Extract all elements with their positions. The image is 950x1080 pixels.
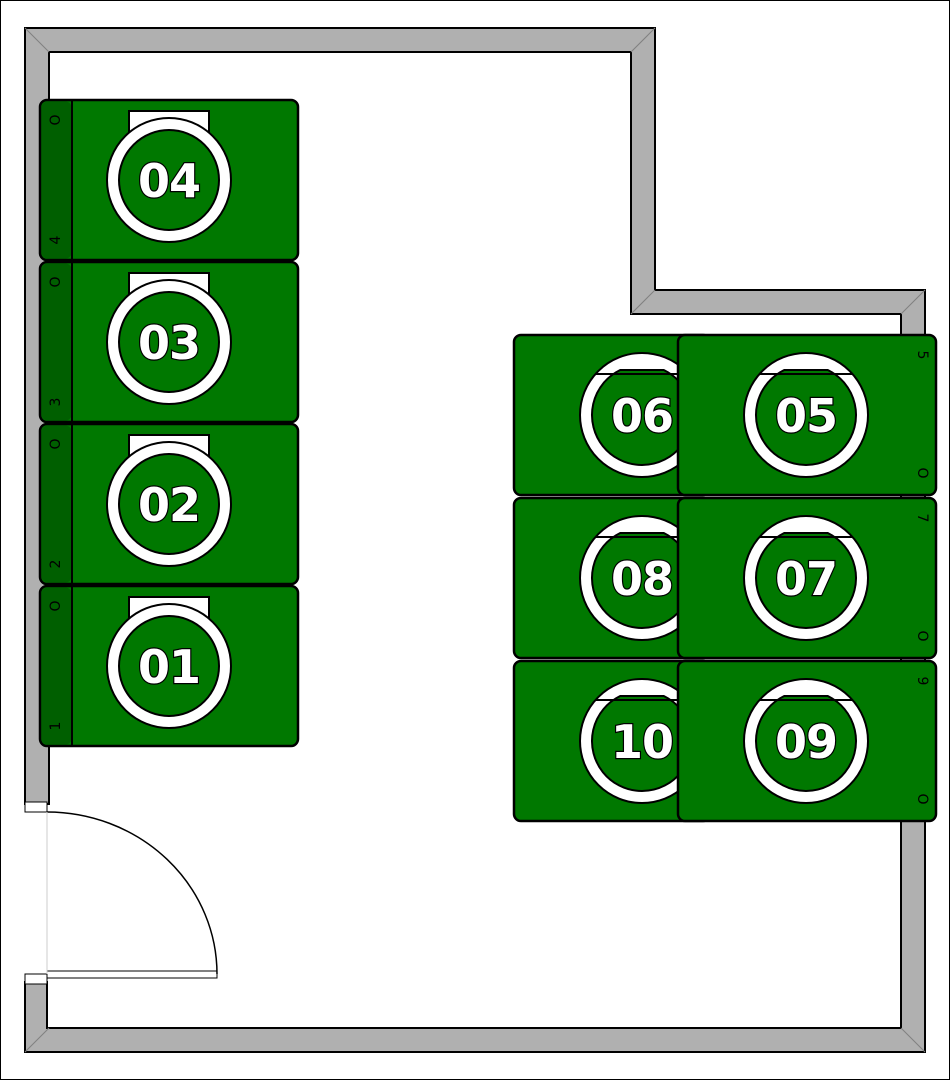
- desk-03[interactable]: 03 O 3: [38, 260, 300, 424]
- desk-06[interactable]: 06: [512, 333, 712, 497]
- door-jamb-top: [24, 801, 48, 813]
- chair-seat: [118, 615, 220, 717]
- desk-number: 10: [611, 715, 673, 769]
- desk-label-top: O: [48, 600, 64, 611]
- desk-08[interactable]: 08: [512, 496, 712, 660]
- door[interactable]: [24, 801, 218, 985]
- desk-label-top: 9: [914, 677, 930, 686]
- desk-04[interactable]: 04 O 4: [38, 98, 300, 262]
- desk-label-top: O: [48, 276, 64, 287]
- desk-label-bottom: O: [914, 630, 930, 641]
- desk-label-top: 5: [914, 351, 930, 360]
- door-jamb-bottom: [24, 973, 48, 985]
- chair-seat: [755, 532, 857, 629]
- desk-number: 06: [611, 389, 673, 443]
- desk-label-bottom: 3: [48, 398, 64, 407]
- desk-side-strip: [41, 101, 72, 259]
- desk-label-bottom: 1: [48, 722, 64, 731]
- desk-label-top: 7: [914, 514, 930, 523]
- desk-number: 05: [775, 389, 837, 443]
- chair-seat: [118, 129, 220, 231]
- desk-number: 08: [611, 552, 673, 606]
- desk-02[interactable]: 02 O 2: [38, 422, 300, 586]
- desk-number: 09: [775, 715, 837, 769]
- desk-side-strip: [41, 263, 72, 421]
- desk-label-bottom: 4: [48, 235, 64, 244]
- desk-number: 03: [138, 316, 200, 370]
- desk-number: 01: [138, 640, 200, 694]
- chair-seat: [755, 695, 857, 792]
- desk-label-bottom: O: [914, 467, 930, 478]
- desk-05[interactable]: 05 5O: [676, 333, 938, 497]
- desk-number: 07: [775, 552, 837, 606]
- desk-01[interactable]: 01 O 1: [38, 584, 300, 748]
- desk-label-top: O: [48, 114, 64, 125]
- desk-number: 04: [138, 154, 200, 208]
- desk-07[interactable]: 07 7O: [676, 496, 938, 660]
- desk-side-strip: [41, 425, 72, 583]
- chair-seat: [755, 369, 857, 466]
- desk-number: 02: [138, 478, 200, 532]
- desk-label-bottom: O: [914, 793, 930, 804]
- chair-seat: [118, 453, 220, 555]
- desk-09[interactable]: 09 9O: [676, 659, 938, 823]
- desk-label-top: O: [48, 438, 64, 449]
- desk-label-bottom: 2: [48, 560, 64, 569]
- desk-10[interactable]: 10: [512, 659, 712, 823]
- desk-side-strip: [41, 587, 72, 745]
- door-leaf: [46, 970, 218, 979]
- door-swing-arc: [46, 811, 218, 975]
- chair-seat: [118, 291, 220, 393]
